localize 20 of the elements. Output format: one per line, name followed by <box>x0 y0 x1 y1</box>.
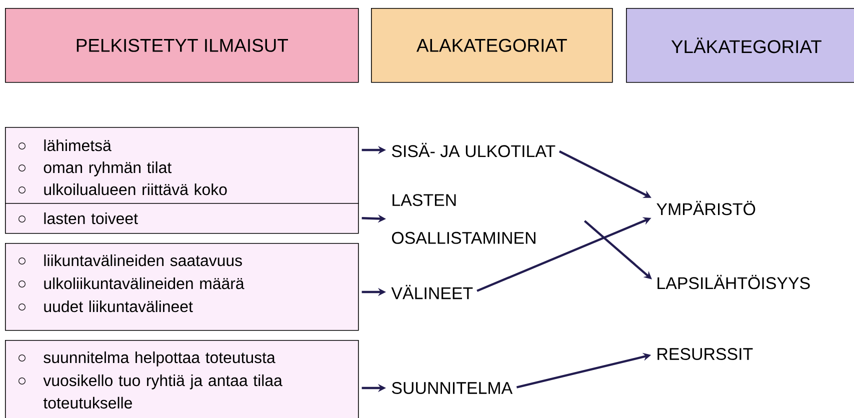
list-item: lähimetsä <box>44 139 112 152</box>
list-item: ulkoliikuntavälineiden määrä <box>44 277 244 290</box>
list-item: uudet liikuntavälineet <box>44 300 193 312</box>
header-box: PELKISTETYT ILMAISUT <box>5 8 359 83</box>
list-item: ulkoilualueen riittävä koko <box>44 183 227 196</box>
list-item: vuosikello tuo ryhtiä ja antaa tilaa toteutukselle <box>43 374 282 409</box>
category-label: SUUNNITELMA <box>392 382 513 394</box>
list-item: suunnitelma helpottaa toteutusta <box>44 351 276 366</box>
category-label: LASTEN OSALLISTAMINEN <box>392 194 536 244</box>
header-box: YLÄKATEGORIAT <box>626 8 854 83</box>
category-label: SISÄ- JA ULKOTILAT <box>392 142 556 158</box>
list-item: oman ryhmän tilat <box>44 161 172 176</box>
category-label: RESURSSIT <box>658 348 753 360</box>
category-label: VÄLINEET <box>391 284 473 300</box>
category-label: YMPÄRISTÖ <box>656 200 756 216</box>
category-label: LAPSILÄHTÖISYYS <box>658 274 810 290</box>
header-box: ALAKATEGORIAT <box>371 8 613 83</box>
arrow <box>584 220 652 280</box>
list-item: liikuntavälineiden saatavuus <box>44 254 242 266</box>
list-item: lasten toiveet <box>44 212 138 224</box>
